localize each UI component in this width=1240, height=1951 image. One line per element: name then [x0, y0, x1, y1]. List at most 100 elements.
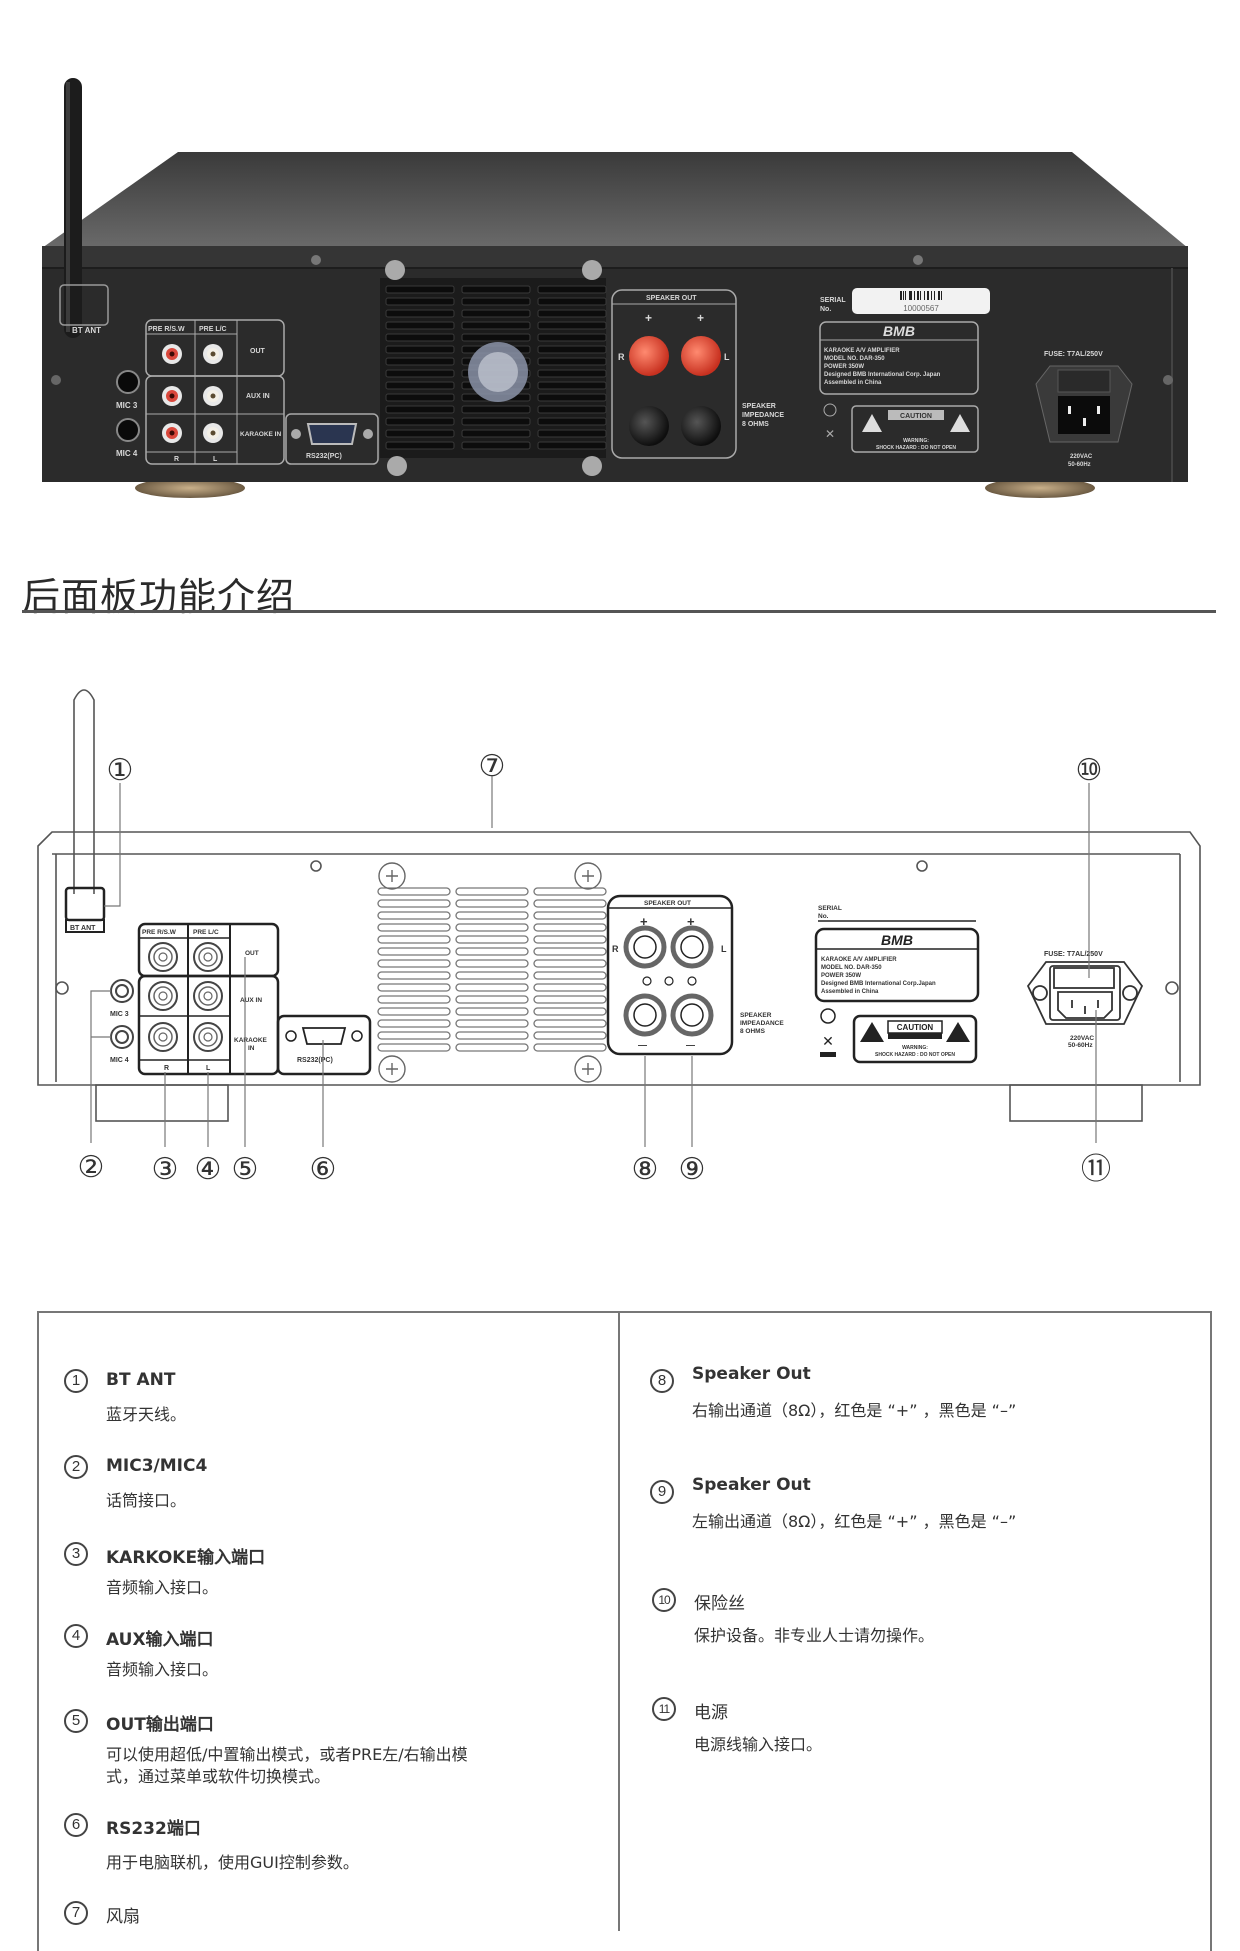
fan-slot — [461, 321, 531, 330]
desc-title: Speaker Out — [692, 1364, 811, 1384]
diagram-antenna-label: BT ANT — [70, 925, 96, 932]
photo-nameplate-line3: POWER 350W — [824, 364, 864, 370]
callout-number: ⑪ — [1081, 1153, 1111, 1186]
desc-text: 左输出通道（8Ω），红色是 “+” ，黑色是 “–” — [692, 1512, 1017, 1531]
photo-brand: BMB — [883, 323, 915, 339]
desc-text: 电源线输入接口。 — [694, 1735, 823, 1754]
callout-2: ② — [78, 1151, 105, 1184]
photo-nameplate-line4: Designed BMB International Corp. Japan — [824, 372, 941, 378]
callout-number: ⑥ — [310, 1153, 337, 1186]
photo-speaker-out: SPEAKER OUT + + R L SPEAKER IMPEDANCE 8 … — [611, 289, 784, 459]
callout-4: ④ — [195, 1153, 222, 1186]
diagram-antenna — [64, 689, 106, 933]
callout-badge: 2 — [64, 1455, 88, 1479]
fan-slot — [461, 309, 531, 318]
fan-slot — [537, 333, 607, 342]
diagram-shock-warning-icon — [860, 1022, 884, 1042]
diagram-leader-lines — [90, 775, 1097, 1147]
photo-speaker-l: L — [724, 352, 730, 362]
diagram-rca-header-r: PRE R/S.W — [142, 929, 177, 936]
rca-jack — [148, 1022, 178, 1052]
fan-slot — [385, 357, 455, 366]
photo-rca-row-out: OUT — [250, 348, 266, 355]
barcode-bar — [938, 291, 940, 300]
photo-rca-jacks — [162, 344, 223, 443]
description-table-divider — [618, 1311, 620, 1931]
fan-slot — [455, 983, 529, 992]
diagram-impedance-line3: 8 OHMS — [740, 1028, 766, 1035]
diagram-nameplate-line2: MODEL NO. DAR-350 — [821, 965, 882, 971]
diagram-rca-row-karaoke: KARAOKE — [234, 1037, 268, 1044]
photo-rs232-port: RS232(PC) — [285, 413, 379, 465]
photo-rca-block: PRE R/S.W PRE L/C OUT AUX IN KARAOKE IN … — [145, 319, 285, 465]
fan-slot — [455, 1019, 529, 1028]
photo-fuse-label: FUSE: T7AL/250V — [1044, 351, 1103, 358]
chassis-back — [42, 246, 1188, 482]
fan-slot — [537, 345, 607, 354]
photo-warning-text: SHOCK HAZARD : DO NOT OPEN — [876, 445, 956, 451]
fan-slot — [455, 995, 529, 1004]
callout-badge: 1 — [64, 1369, 88, 1393]
callout-9: ⑨ — [679, 1153, 706, 1186]
diagram-caution: CAUTION — [897, 1023, 934, 1032]
diagram-minus-r: — — [638, 1040, 647, 1050]
fan-slot — [385, 417, 455, 426]
photo-nameplate-line1: KARAOKE A/V AMPLIFIER — [824, 348, 900, 354]
diagram-rca-header-l: PRE L/C — [193, 929, 219, 936]
barcode-bar — [911, 291, 912, 300]
diagram-impedance-line2: IMPEADANCE — [740, 1020, 784, 1027]
fan-slot — [377, 947, 451, 956]
diagram-exclamation-warning-icon — [946, 1022, 970, 1042]
diagram-speaker-l: L — [721, 944, 727, 954]
callout-number: ④ — [195, 1153, 222, 1186]
diagram-serial-no: No. — [818, 913, 829, 920]
foot-left — [135, 478, 245, 498]
fan-slot — [455, 899, 529, 908]
fan-slot — [537, 381, 607, 390]
photo-impedance-line3: 8 OHMS — [742, 421, 769, 428]
photo-rca-foot-r: R — [174, 456, 179, 463]
desc-text: 话筒接口。 — [106, 1491, 187, 1510]
fan-slot — [455, 923, 529, 932]
rear-panel-diagram: BT ANT MIC 3 MIC 4 PRE R/S.W PRE L/C OUT… — [37, 689, 1201, 1186]
callout-badge: 10 — [652, 1588, 676, 1612]
fan-slot — [455, 947, 529, 956]
barcode-bar — [903, 291, 904, 300]
diagram-rca-row-aux: AUX IN — [240, 997, 262, 1004]
desc-title: AUX输入端口 — [106, 1630, 214, 1650]
diagram-warning-title: WARNING: — [902, 1045, 928, 1051]
callout-number: ③ — [152, 1153, 179, 1186]
description-table — [37, 1311, 1212, 1951]
photo-rca-foot-l: L — [213, 456, 218, 463]
diagram-foot-right — [1009, 1084, 1143, 1122]
callout-number: ⑨ — [679, 1153, 706, 1186]
photo-speaker-r: R — [618, 352, 625, 362]
callout-number: ① — [107, 754, 134, 787]
desc-text: 用于电脑联机，使用GUI控制参数。 — [106, 1853, 359, 1872]
callout-1: ① — [107, 754, 134, 787]
callout-badge: 5 — [64, 1709, 88, 1733]
photo-impedance-line2: IMPEDANCE — [742, 412, 784, 419]
fan-slot — [533, 923, 607, 932]
title-divider — [22, 610, 1216, 613]
fan-slot — [461, 333, 531, 342]
diagram-nameplate-line4: Designed BMB International Corp.Japan — [821, 981, 936, 987]
foot-right — [985, 478, 1095, 498]
fan-slot — [533, 995, 607, 1004]
callout-8: ⑧ — [632, 1153, 659, 1186]
diagram-warning-text: SHOCK HAZARD : DO NOT OPEN — [875, 1052, 955, 1058]
callout-number: ⑧ — [632, 1153, 659, 1186]
desc-text: 右输出通道（8Ω），红色是 “+” ，黑色是 “–” — [692, 1401, 1017, 1420]
callout-7: ⑦ — [479, 750, 506, 783]
fan-slot — [455, 1031, 529, 1040]
photo-power-freq: 50-60Hz — [1068, 462, 1091, 468]
fan-slot — [385, 309, 455, 318]
desc-title: OUT输出端口 — [106, 1715, 214, 1735]
callout-11: ⑪ — [1081, 1153, 1111, 1186]
fan-slot — [461, 429, 531, 438]
desc-text: 保护设备。非专业人士请勿操作。 — [694, 1626, 935, 1645]
diagram-impedance-line1: SPEAKER — [740, 1012, 772, 1019]
diagram-weee-icon: ✕ — [822, 1034, 834, 1050]
photo-nameplate-line5: Assembled in China — [824, 380, 882, 386]
desc-title: 风扇 — [106, 1907, 140, 1927]
